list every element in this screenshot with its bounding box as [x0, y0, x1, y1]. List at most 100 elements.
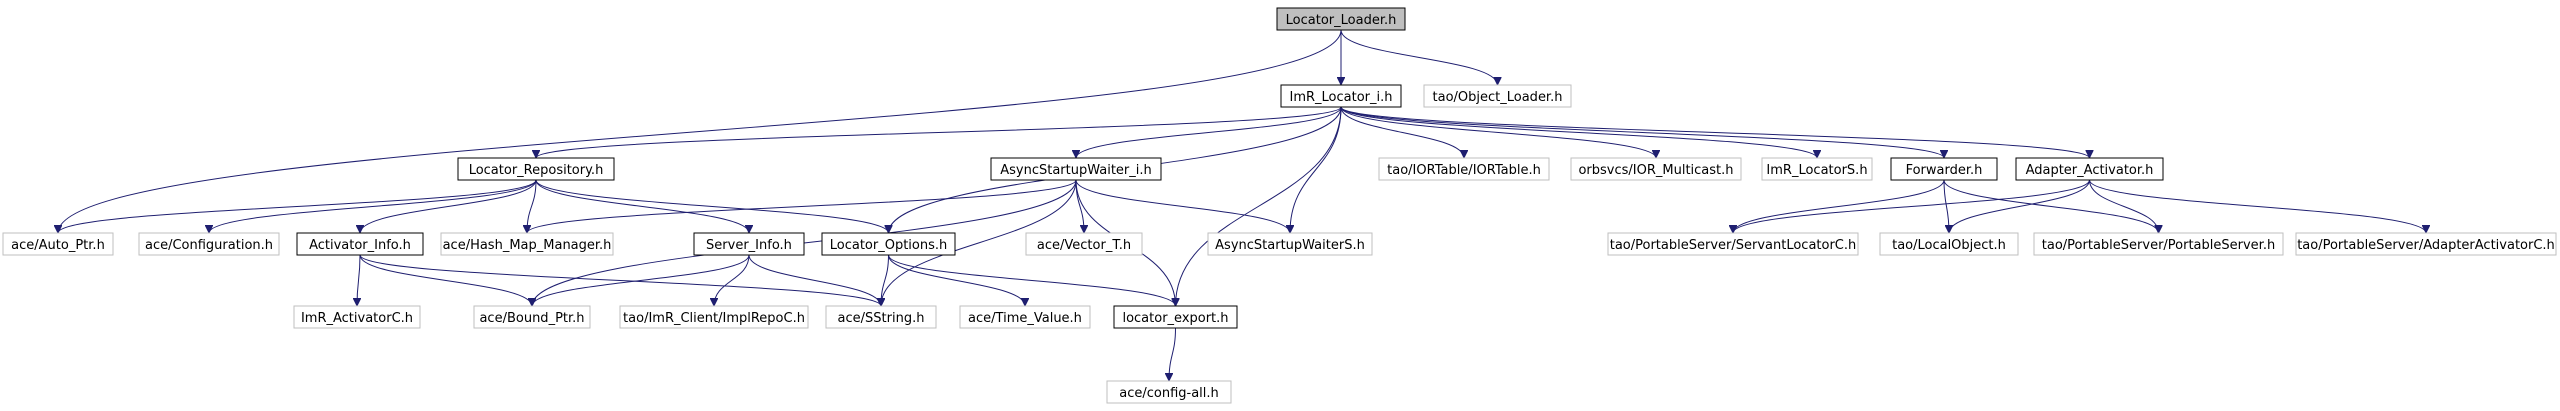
edge-locator-options-to-sstring [881, 254, 889, 306]
node-box-ior-multicast [1570, 157, 1742, 181]
edge-imr-locator-i-to-forwarder [1340, 106, 1944, 159]
node-label-locator-repository: Locator_Repository.h [469, 163, 604, 178]
edge-locator-repository-to-auto-ptr [58, 179, 537, 234]
edge-imr-locator-i-to-imr-locators [1340, 106, 1817, 159]
node-box-servant-locatorc [1607, 232, 1859, 256]
node-label-locator-loader: Locator_Loader.h [1286, 13, 1397, 28]
edge-imr-locator-i-to-async-startup-waiters [1290, 106, 1342, 233]
node-time-value: ace/Time_Value.h [959, 305, 1091, 329]
node-box-locator-loader [1276, 7, 1406, 31]
edge-locator-options-to-locator-export [888, 254, 1176, 307]
node-local-object: tao/LocalObject.h [1879, 232, 2019, 256]
node-configuration: ace/Configuration.h [138, 232, 280, 256]
edge-locator-repository-to-hash-map-manager [527, 179, 537, 233]
node-label-config-all: ace/config-all.h [1119, 386, 1219, 401]
node-label-vector-t: ace/Vector_T.h [1037, 238, 1131, 253]
node-box-configuration [138, 232, 280, 256]
node-iortable: tao/IORTable/IORTable.h [1378, 157, 1550, 181]
node-box-local-object [1879, 232, 2019, 256]
node-label-auto-ptr: ace/Auto_Ptr.h [11, 238, 105, 253]
node-box-hash-map-manager [440, 232, 614, 256]
edge-forwarder-to-local-object [1943, 179, 1949, 233]
node-imr-locator-i[interactable]: ImR_Locator_i.h [1280, 84, 1402, 108]
node-config-all: ace/config-all.h [1106, 380, 1232, 404]
node-locator-loader[interactable]: Locator_Loader.h [1276, 7, 1406, 31]
node-label-object-loader: tao/Object_Loader.h [1433, 90, 1563, 105]
node-locator-export[interactable]: locator_export.h [1113, 305, 1238, 329]
node-label-ior-multicast: orbsvcs/IOR_Multicast.h [1578, 163, 1733, 178]
node-label-imr-activatorc: ImR_ActivatorC.h [301, 311, 413, 326]
node-server-info[interactable]: Server_Info.h [693, 232, 805, 256]
edge-locator-repository-to-activator-info [360, 179, 537, 234]
node-async-startup-waiter-i[interactable]: AsyncStartupWaiter_i.h [990, 157, 1162, 181]
node-label-adapter-activator: Adapter_Activator.h [2026, 163, 2154, 178]
node-portable-server: tao/PortableServer/PortableServer.h [2033, 232, 2284, 256]
edge-imr-locator-i-to-ior-multicast [1340, 106, 1656, 159]
node-label-adapter-activatorc: tao/PortableServer/AdapterActivatorC.h [2297, 238, 2555, 253]
edge-imr-locator-i-to-adapter-activator [1340, 106, 2090, 159]
node-label-async-startup-waiters: AsyncStartupWaiterS.h [1215, 238, 1365, 253]
edge-locator-options-to-time-value [888, 254, 1026, 307]
node-box-activator-info [296, 232, 424, 256]
node-forwarder[interactable]: Forwarder.h [1890, 157, 1998, 181]
node-box-adapter-activatorc [2295, 232, 2557, 256]
node-box-config-all [1106, 380, 1232, 404]
node-label-servant-locatorc: tao/PortableServer/ServantLocatorC.h [1610, 238, 1857, 253]
node-label-local-object: tao/LocalObject.h [1892, 238, 2006, 253]
node-label-implrepoc: tao/ImR_Client/ImplRepoC.h [623, 311, 805, 326]
node-box-imr-locator-i [1280, 84, 1402, 108]
edge-forwarder-to-portable-server [1943, 179, 2159, 234]
node-label-forwarder: Forwarder.h [1906, 163, 1983, 178]
edge-server-info-to-implrepoc [714, 254, 750, 306]
node-hash-map-manager: ace/Hash_Map_Manager.h [440, 232, 614, 256]
edge-server-info-to-sstring [748, 254, 881, 307]
node-adapter-activator[interactable]: Adapter_Activator.h [2015, 157, 2164, 181]
node-label-sstring: ace/SString.h [838, 311, 925, 326]
edge-async-startup-waiter-i-to-sstring [881, 179, 1077, 306]
node-box-locator-repository [457, 157, 615, 181]
edge-locator-repository-to-locator-options [535, 179, 889, 234]
node-vector-t: ace/Vector_T.h [1025, 232, 1143, 256]
node-box-vector-t [1025, 232, 1143, 256]
node-box-bound-ptr [473, 305, 591, 329]
node-label-iortable: tao/IORTable/IORTable.h [1387, 163, 1541, 178]
edge-locator-repository-to-configuration [209, 179, 537, 234]
node-auto-ptr: ace/Auto_Ptr.h [2, 232, 114, 256]
node-ior-multicast: orbsvcs/IOR_Multicast.h [1570, 157, 1742, 181]
node-box-forwarder [1890, 157, 1998, 181]
node-box-locator-options [821, 232, 956, 256]
node-label-time-value: ace/Time_Value.h [968, 311, 1082, 326]
node-box-auto-ptr [2, 232, 114, 256]
node-box-async-startup-waiter-i [990, 157, 1162, 181]
edge-imr-locator-i-to-async-startup-waiter-i [1076, 106, 1342, 159]
node-label-server-info: Server_Info.h [706, 238, 792, 253]
edge-imr-locator-i-to-locator-repository [536, 106, 1342, 159]
edge-locator-repository-to-server-info [535, 179, 749, 234]
node-label-locator-options: Locator_Options.h [830, 238, 948, 253]
node-activator-info[interactable]: Activator_Info.h [296, 232, 424, 256]
node-bound-ptr: ace/Bound_Ptr.h [473, 305, 591, 329]
node-label-async-startup-waiter-i: AsyncStartupWaiter_i.h [1000, 163, 1152, 178]
node-box-portable-server [2033, 232, 2284, 256]
node-box-imr-locators [1761, 157, 1873, 181]
edge-activator-info-to-sstring [359, 254, 881, 307]
node-box-locator-export [1113, 305, 1238, 329]
edge-async-startup-waiter-i-to-hash-map-manager [527, 179, 1077, 234]
edge-activator-info-to-imr-activatorc [357, 254, 360, 306]
edge-locator-loader-to-auto-ptr [58, 29, 1342, 233]
node-label-bound-ptr: ace/Bound_Ptr.h [479, 311, 584, 326]
node-label-locator-export: locator_export.h [1122, 311, 1228, 326]
node-label-activator-info: Activator_Info.h [309, 238, 411, 253]
node-adapter-activatorc: tao/PortableServer/AdapterActivatorC.h [2295, 232, 2557, 256]
node-box-async-startup-waiters [1207, 232, 1373, 256]
node-implrepoc: tao/ImR_Client/ImplRepoC.h [619, 305, 809, 329]
node-box-sstring [825, 305, 937, 329]
node-locator-options[interactable]: Locator_Options.h [821, 232, 956, 256]
node-label-imr-locators: ImR_LocatorS.h [1766, 163, 1867, 178]
node-locator-repository[interactable]: Locator_Repository.h [457, 157, 615, 181]
node-box-adapter-activator [2015, 157, 2164, 181]
edge-adapter-activator-to-portable-server [2089, 179, 2159, 234]
edges-layer [58, 29, 2426, 381]
node-sstring: ace/SString.h [825, 305, 937, 329]
